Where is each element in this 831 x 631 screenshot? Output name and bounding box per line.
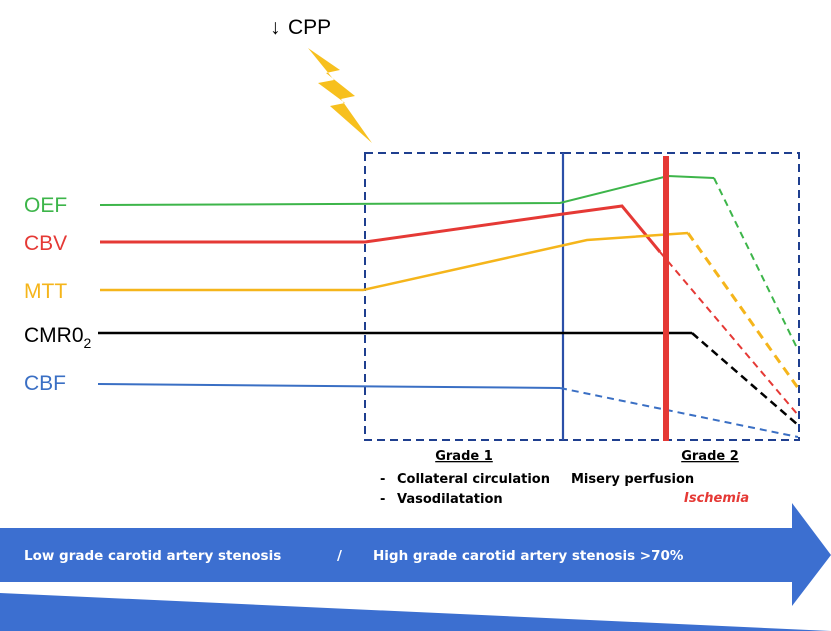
banner-divider: / xyxy=(337,548,342,564)
stenosis-arrow xyxy=(0,503,831,606)
grade1-item-1: Collateral circulation xyxy=(397,472,550,487)
decreasing-wedge xyxy=(0,593,831,631)
grade2-subtitle: Misery perfusion xyxy=(571,472,694,487)
oef-projection xyxy=(713,177,799,351)
cmro2-sub: 2 xyxy=(84,335,92,351)
trigger-arrow: ↓ xyxy=(270,16,281,39)
mtt-line xyxy=(100,231,689,292)
oef-line xyxy=(99,174,715,206)
grade2-box xyxy=(562,152,800,441)
trigger-label: CPP xyxy=(288,16,331,39)
grade1-title: Grade 1 xyxy=(435,449,493,464)
mtt-projection xyxy=(686,232,800,389)
lightning-bolt-icon xyxy=(308,48,372,143)
cbf-projection xyxy=(559,387,799,438)
cbv-line xyxy=(100,204,662,253)
banner-left-text: Low grade carotid artery stenosis xyxy=(24,548,281,564)
oef-label: OEF xyxy=(24,194,67,217)
ischemia-label: Ischemia xyxy=(684,491,749,506)
grade1-bullet-1: - xyxy=(380,472,385,487)
grade1-bullet-2: - xyxy=(380,492,385,507)
cmro2-label: CMR02 xyxy=(24,324,92,351)
banner-right-text: High grade carotid artery stenosis >70% xyxy=(373,548,684,564)
grade1-box xyxy=(364,152,564,441)
grade2-title: Grade 2 xyxy=(681,449,739,464)
cbf-label: CBF xyxy=(24,372,66,395)
mtt-label: MTT xyxy=(24,280,67,303)
cbv-label: CBV xyxy=(24,232,67,255)
grade1-item-2: Vasodilatation xyxy=(397,492,503,507)
ischemia-marker xyxy=(663,156,669,441)
cmro2-projection xyxy=(691,332,799,426)
cbf-line xyxy=(97,383,561,389)
cmro2-main: CMR0 xyxy=(24,324,84,347)
